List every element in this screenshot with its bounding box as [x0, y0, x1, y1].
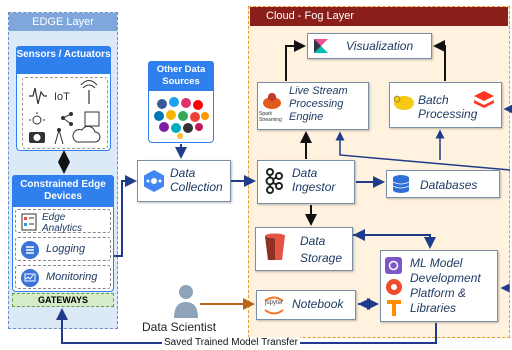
notebook-node[interactable] [256, 290, 356, 320]
waveform-icon [29, 87, 47, 105]
sensor-icons-area: IoT [22, 77, 108, 149]
edge-analytics-item[interactable]: Edge Analytics [15, 209, 111, 234]
ml-platform-label: ML Model Development Platform & Librarie… [410, 256, 481, 315]
edge-layer-title: EDGE Layer [9, 13, 117, 31]
monitor-icon [21, 269, 39, 287]
camera-icon [29, 132, 45, 143]
monitoring-item[interactable]: Monitoring [15, 265, 111, 289]
ml-library-icons [385, 257, 402, 316]
social-icons-cloud [154, 97, 209, 139]
kafka-icon [265, 168, 283, 194]
jupyter-icon [264, 296, 284, 315]
chip-icon [84, 111, 100, 127]
person-icon [174, 285, 198, 318]
analytics-icon [21, 213, 37, 231]
database-icon [392, 175, 410, 193]
spark-icon [263, 93, 281, 109]
batch-to-visualization-arrow [433, 40, 446, 81]
data-ingestor-label: Data Ingestor [292, 166, 336, 194]
db-to-stream-arrow [335, 131, 511, 171]
sensor-icons: IoT [29, 80, 101, 145]
data-collection-label: Data Collection [170, 166, 223, 194]
notebook-label: Notebook [292, 297, 344, 311]
batch-processing-label: Batch Processing [418, 93, 478, 121]
logging-label: Logging [46, 243, 86, 255]
databases-label: Databases [420, 178, 478, 192]
spark-caption: Spark Streaming [259, 111, 282, 123]
databases-node[interactable] [386, 170, 500, 198]
visualization-label: Visualization [346, 39, 414, 53]
cloud-icon [72, 125, 101, 143]
kibana-icon [314, 39, 328, 53]
logging-item[interactable]: Logging [15, 237, 111, 261]
tensorflow-icon [387, 300, 401, 316]
gateways-bar: GATEWAYS [12, 293, 114, 307]
hadoop-icon [393, 95, 414, 110]
live-stream-label: Live Stream Processing Engine [289, 85, 348, 123]
fog-layer-title: Cloud - Fog Layer [250, 7, 508, 26]
ml-library-icon [385, 257, 402, 274]
tower-icon [54, 128, 64, 145]
data-scientist-label: Data Scientist [142, 320, 217, 334]
stream-to-visualization-arrow [285, 40, 306, 81]
list-icon [21, 241, 39, 259]
storage-to-ml-arrow [353, 234, 436, 249]
constrained-devices-title: Constrained Edge Devices [12, 175, 114, 207]
pubsub-icon [144, 170, 164, 192]
sensors-title: Sensors / Actuators [16, 46, 111, 74]
monitoring-label: Monitoring [46, 271, 98, 283]
model-transfer-label: Saved Trained Model Transfer [162, 337, 300, 349]
edge-to-collection-arrow [114, 175, 137, 257]
jupyter-caption: jupyter [264, 300, 283, 306]
light-sensor-icon [29, 112, 45, 125]
social-media-icons [154, 97, 209, 139]
databricks-icon [474, 91, 494, 108]
antenna-icon [80, 80, 98, 104]
other-sources-title: Other Data Sources [148, 61, 214, 91]
iot-icon: IoT [54, 91, 70, 103]
data-storage-label: Data Storage [300, 234, 343, 265]
network-icon [61, 112, 73, 126]
edge-analytics-label: Edge Analytics [42, 212, 83, 234]
visualization-node[interactable] [307, 33, 432, 59]
s3-bucket-icon [265, 233, 285, 260]
